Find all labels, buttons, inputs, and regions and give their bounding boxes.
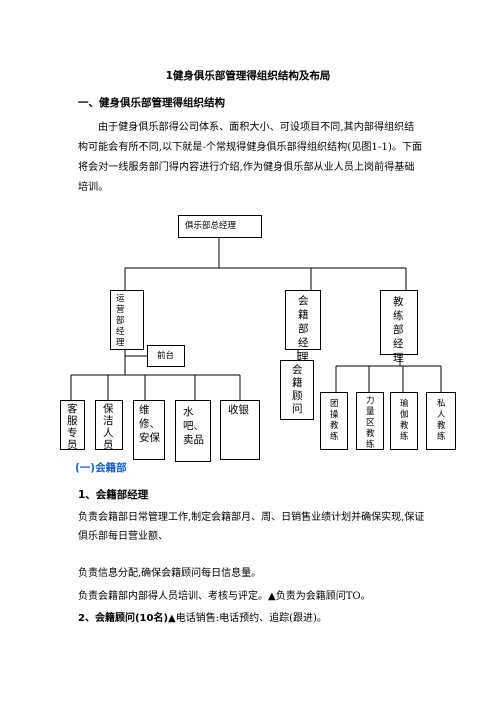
org-node-ops-manager: 运营部经理 — [110, 290, 144, 350]
org-node-label: 运营部经理 — [116, 294, 125, 348]
section-heading-organization: 一、健身俱乐部管理得组织结构 — [78, 97, 225, 109]
item-paragraph-manager-duties: 负责会籍部日常管理工作,制定会籍部月、周、日销售业绩计划并确保实现,保证俱乐部每… — [78, 512, 425, 542]
org-node-water-bar-shop: 水吧、卖品 — [175, 400, 211, 462]
org-node-label: 会籍顾问 — [292, 364, 303, 415]
item-heading-text: 2、会籍顾问(10名) — [78, 613, 169, 624]
item-heading-detail: ▲电话销售:电话预约、追踪(跟进)。 — [168, 613, 327, 624]
item-heading-membership-consultant: 2、会籍顾问(10名)▲电话销售:电话预约、追踪(跟进)。 — [78, 609, 327, 624]
org-node-label: 维修、安保 — [139, 404, 160, 444]
org-node-group-coach: 团操教练 — [320, 392, 348, 450]
org-node-yoga-coach: 瑜伽教练 — [390, 392, 418, 450]
org-node-label: 团操教练 — [330, 399, 339, 442]
org-node-label: 瑜伽教练 — [400, 399, 409, 442]
intro-paragraph: 由于健身俱乐部得公司体系、面积大小、可设项目不同,其内部得组织结构可能会有所不同… — [78, 122, 423, 193]
org-node-customer-service: 客服专员 — [60, 400, 85, 451]
document-title: 1健身俱乐部管理得组织结构及布局 — [165, 70, 331, 82]
org-node-label: 水吧、卖品 — [183, 406, 204, 446]
org-node-label: 俱乐部总经理 — [185, 221, 237, 231]
org-node-cashier: 收银 — [220, 400, 260, 460]
org-node-label: 私人教练 — [437, 399, 446, 442]
org-node-coach-manager: 教练部经理 — [380, 290, 418, 364]
org-node-label: 力量区教练 — [366, 396, 375, 450]
org-node-front-desk: 前台 — [147, 345, 185, 367]
org-node-label: 保洁人员 — [103, 403, 114, 451]
org-node-label: 教练部经理 — [393, 296, 404, 364]
org-node-label: 会籍部经理 — [298, 295, 309, 363]
item-line-training: 负责会籍部内部得人员培训、考核与评定。▲负责为会籍顾问TO。 — [78, 591, 371, 602]
org-node-strength-coach: 力量区教练 — [356, 392, 384, 450]
org-node-membership-consultant: 会籍顾问 — [280, 360, 314, 420]
item-heading-membership-manager: 1、会籍部经理 — [78, 489, 149, 501]
org-node-membership-manager: 会籍部经理 — [285, 290, 321, 363]
org-node-personal-trainer: 私人教练 — [426, 392, 456, 450]
org-node-maintenance-security: 维修、安保 — [133, 400, 165, 460]
org-node-label: 前台 — [157, 351, 175, 361]
org-node-label: 收银 — [228, 404, 249, 416]
org-node-general-manager: 俱乐部总经理 — [178, 215, 262, 238]
org-node-label: 客服专员 — [67, 403, 78, 451]
subsection-heading-membership: (一)会籍部 — [75, 462, 127, 474]
item-line-info-distribution: 负责信息分配,确保会籍顾问每日信息量。 — [78, 568, 262, 579]
org-node-cleaning-staff: 保洁人员 — [95, 400, 123, 451]
